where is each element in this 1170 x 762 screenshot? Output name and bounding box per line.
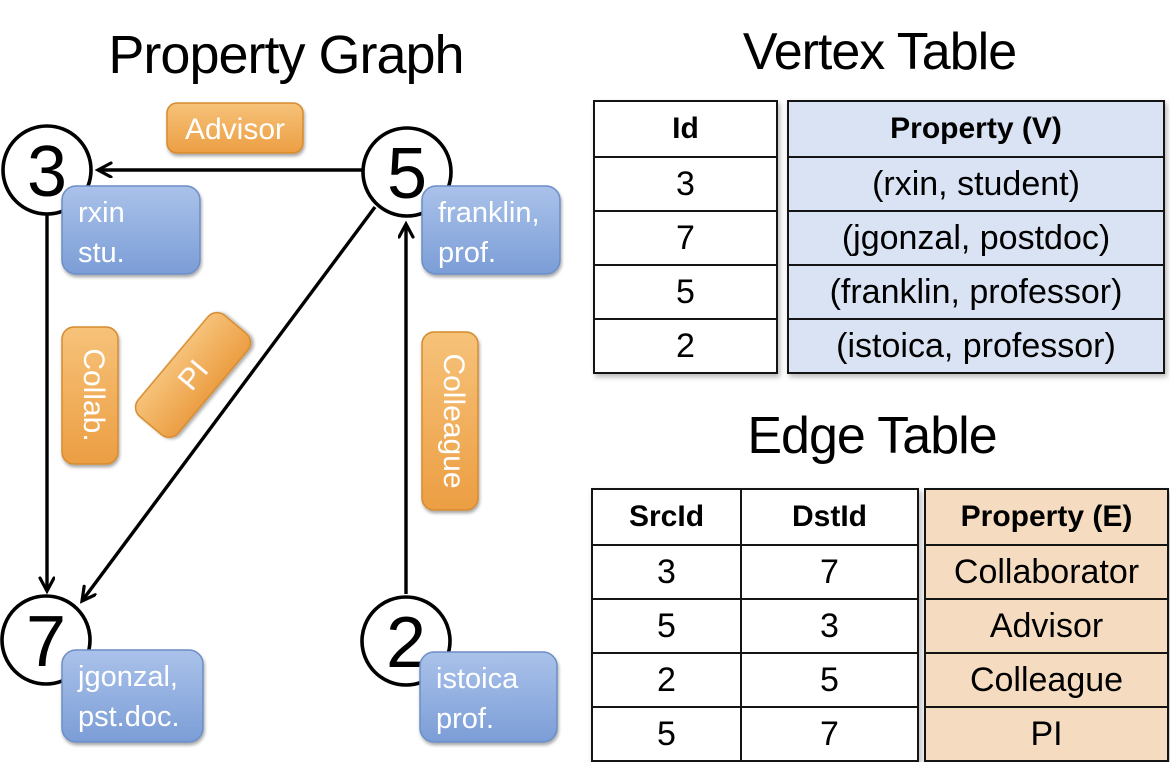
edge-dstid-cell: 5 — [740, 652, 919, 708]
pi-edge-label: PI — [134, 311, 252, 439]
table-row: (franklin, professor) — [787, 264, 1165, 320]
edge-srcid-cell: 5 — [591, 706, 742, 762]
node-7-property-line2: pst.doc. — [78, 701, 180, 733]
property-graph-diagram: Property Graph 3 5 7 2 Advisor Collab. P… — [0, 25, 561, 743]
table-row: 7 — [593, 210, 778, 266]
vertex-property-cell: (jgonzal, postdoc) — [787, 210, 1165, 266]
node-2-property-line2: prof. — [436, 703, 494, 735]
node-5-property-line1: franklin, — [438, 197, 540, 229]
collab-edge-label-text: Collab. — [77, 348, 110, 441]
vertex-id-cell: 7 — [593, 210, 778, 266]
node-7-id: 7 — [26, 602, 66, 682]
vertex-property-cell: (istoica, professor) — [787, 318, 1165, 374]
table-row: Property (V) — [787, 100, 1165, 158]
edge-property-cell: Colleague — [924, 652, 1169, 708]
table-row: Id — [593, 100, 778, 158]
table-row: SrcId DstId — [591, 488, 919, 546]
edge-dstid-cell: 7 — [740, 544, 919, 600]
table-row: 5 3 — [591, 598, 919, 654]
property-graph-title: Property Graph — [108, 25, 463, 85]
edge-property-cell: PI — [924, 706, 1169, 762]
table-row: Property (E) — [924, 488, 1169, 546]
edge-srcid-cell: 2 — [591, 652, 742, 708]
edge-dstid-cell: 7 — [740, 706, 919, 762]
colleague-edge-label-text: Colleague — [437, 353, 470, 488]
table-row: PI — [924, 706, 1169, 762]
node-2-property-line1: istoica — [436, 663, 519, 695]
edge-srcid-header: SrcId — [591, 488, 742, 546]
advisor-edge-label-text: Advisor — [185, 113, 285, 146]
edge-srcid-cell: 3 — [591, 544, 742, 600]
table-row: (jgonzal, postdoc) — [787, 210, 1165, 266]
edge-property-cell: Collaborator — [924, 544, 1169, 600]
collab-edge-label: Collab. — [61, 326, 119, 465]
vertex-id-table: Id 3 7 5 2 — [593, 100, 778, 374]
edge-property-header: Property (E) — [924, 488, 1169, 546]
node-7-property-line1: jgonzal, — [77, 661, 178, 693]
vertex-property-table: Property (V) (rxin, student) (jgonzal, p… — [787, 100, 1165, 374]
node-3-property-line1: rxin — [78, 197, 125, 229]
table-row: 2 5 — [591, 652, 919, 708]
vertex-table-title: Vertex Table — [742, 23, 1017, 81]
edge-property-table: Property (E) Collaborator Advisor Collea… — [924, 488, 1169, 762]
table-row: 3 7 — [591, 544, 919, 600]
node-7-property-box: jgonzal, pst.doc. — [61, 649, 204, 743]
advisor-edge-label: Advisor — [166, 102, 304, 154]
vertex-id-cell: 5 — [593, 264, 778, 320]
table-row: Colleague — [924, 652, 1169, 708]
edge-pi-line-5-to-7 — [82, 205, 377, 601]
table-row: 5 — [593, 264, 778, 320]
node-3-id: 3 — [27, 132, 67, 212]
vertex-id-header: Id — [593, 100, 778, 158]
table-row: 3 — [593, 156, 778, 212]
colleague-edge-label: Colleague — [421, 331, 479, 511]
node-5-id: 5 — [387, 134, 427, 214]
edge-dstid-cell: 3 — [740, 598, 919, 654]
edge-property-cell: Advisor — [924, 598, 1169, 654]
table-row: 5 7 — [591, 706, 919, 762]
node-5-property-box: franklin, prof. — [421, 185, 561, 275]
table-row: Advisor — [924, 598, 1169, 654]
vertex-property-header: Property (V) — [787, 100, 1165, 158]
vertex-property-cell: (franklin, professor) — [787, 264, 1165, 320]
vertex-property-boxes: rxin stu. franklin, prof. jgonzal, pst.d… — [61, 185, 561, 743]
edge-table-title: Edge Table — [747, 407, 997, 465]
node-5-property-line2: prof. — [438, 237, 496, 269]
vertex-id-cell: 2 — [593, 318, 778, 374]
node-2-property-box: istoica prof. — [419, 651, 558, 743]
edge-dstid-header: DstId — [740, 488, 919, 546]
edge-srcid-cell: 5 — [591, 598, 742, 654]
edge-src-dst-table: SrcId DstId 3 7 5 3 2 5 5 7 — [591, 488, 919, 762]
vertex-id-cell: 3 — [593, 156, 778, 212]
table-row: (rxin, student) — [787, 156, 1165, 212]
edge-labels: Advisor Collab. PI Colleague — [61, 102, 479, 511]
graph-edges — [47, 170, 406, 601]
node-3-property-line2: stu. — [78, 237, 125, 269]
table-row: (istoica, professor) — [787, 318, 1165, 374]
table-row: 2 — [593, 318, 778, 374]
vertex-property-cell: (rxin, student) — [787, 156, 1165, 212]
node-3-property-box: rxin stu. — [61, 185, 201, 275]
table-row: Collaborator — [924, 544, 1169, 600]
